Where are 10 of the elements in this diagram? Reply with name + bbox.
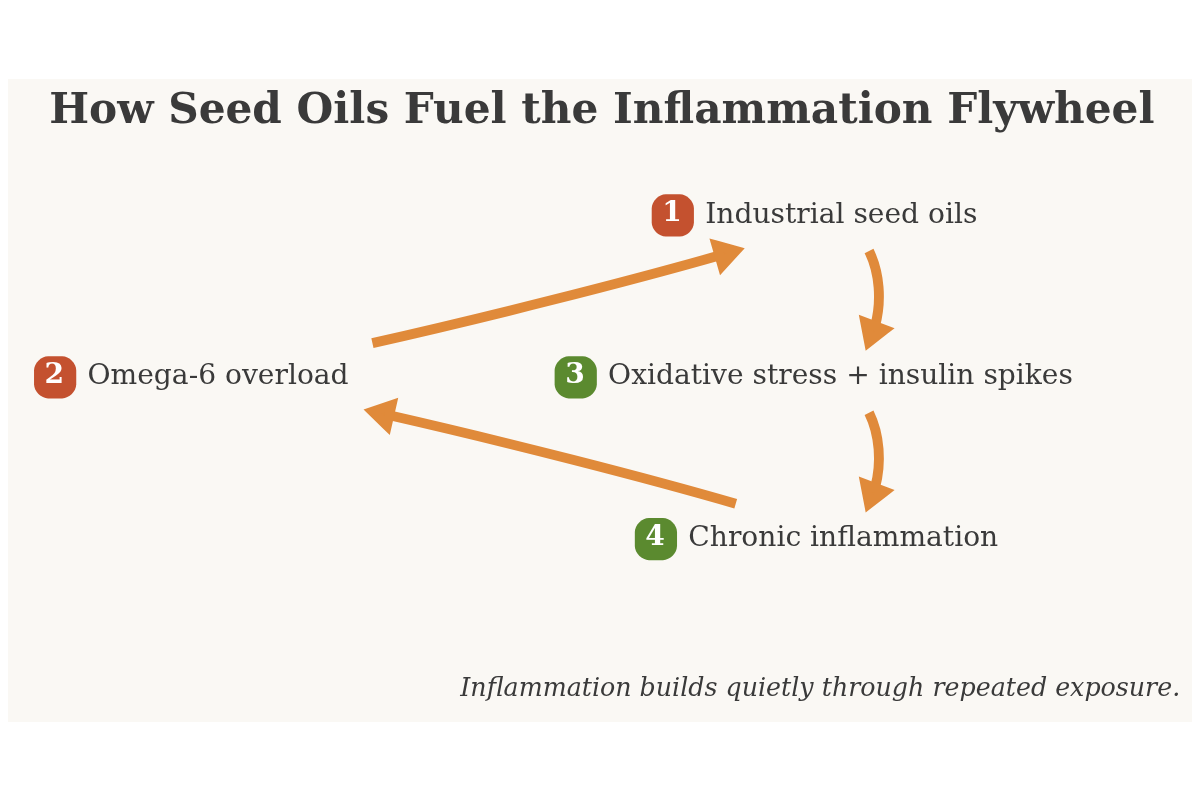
arrow — [858, 410, 895, 512]
node-label: Oxidative stress + insulin spikes — [608, 357, 1073, 391]
caption: Inflammation builds quietly through repeated exposure. — [460, 671, 1181, 702]
arrow — [363, 397, 738, 509]
node-label: Industrial seed oils — [705, 196, 978, 230]
arrow — [858, 248, 895, 351]
diagram-title: How Seed Oils Fuel the Inflammation Flywheel — [49, 82, 1155, 133]
arrow — [371, 237, 745, 348]
node-label: Omega-6 overload — [87, 357, 349, 391]
node-label: Chronic inflammation — [688, 519, 999, 553]
